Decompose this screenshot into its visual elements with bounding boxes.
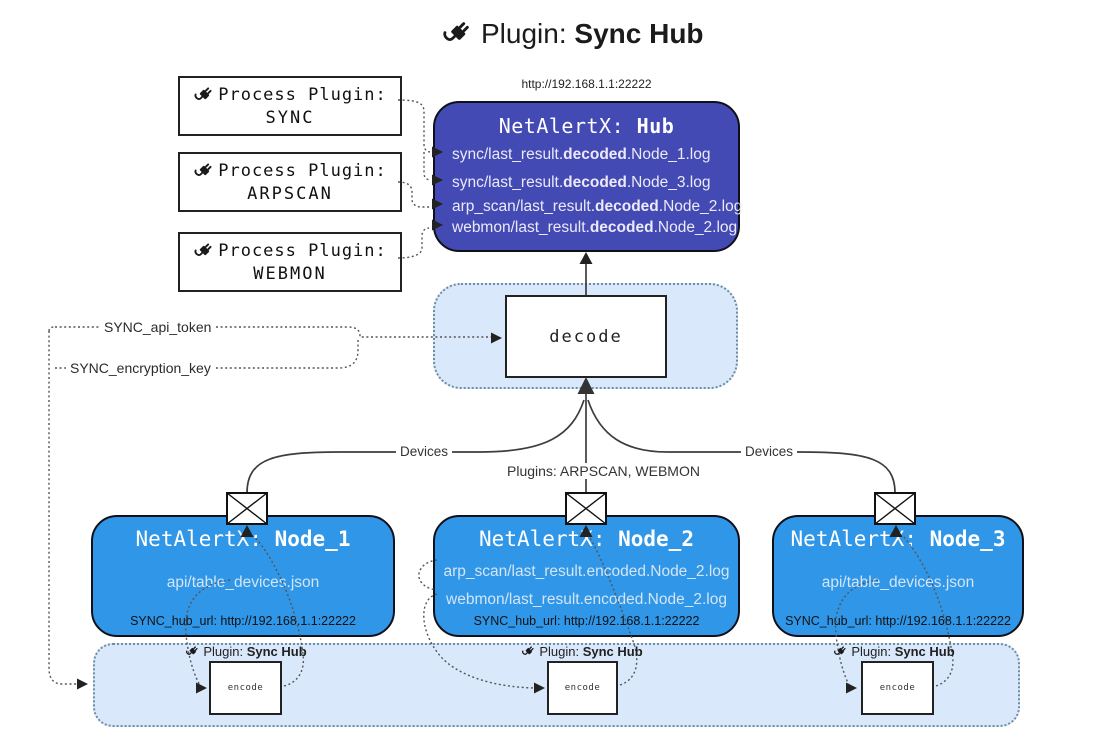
node-title: NetAlertX: Node_1	[135, 527, 351, 551]
hub-log-line: sync/last_result.decoded.Node_3.log	[452, 174, 711, 191]
hub-log-line: arp_scan/last_result.decoded.Node_2.log	[452, 198, 743, 215]
process-plugin-name: ARPSCAN	[247, 184, 333, 204]
process-plugin-arpscan-box: Process Plugin: ARPSCAN	[178, 152, 402, 212]
sync-api-token-label: SYNC_api_token	[100, 319, 216, 335]
plug-icon	[833, 644, 848, 659]
node-file: api/table_devices.json	[821, 574, 975, 591]
process-plugin-label: Process Plugin:	[218, 161, 387, 181]
encode-box: encode	[861, 661, 934, 715]
title-name: Sync Hub	[574, 17, 704, 49]
encoder-plugin-label: Plugin: Sync Hub	[176, 644, 316, 659]
plug-icon	[521, 644, 536, 659]
encode-box: encode	[209, 661, 282, 715]
plug-icon	[193, 84, 215, 106]
encoder-plugin-label: Plugin: Sync Hub	[824, 644, 964, 659]
edge-label-devices-right: Devices	[741, 444, 798, 459]
edge-label-devices-left: Devices	[396, 444, 453, 459]
process-plugin-webmon-box: Process Plugin: WEBMON	[178, 232, 402, 292]
node-box-node3: NetAlertX: Node_3 api/table_devices.json…	[772, 515, 1024, 637]
node-box-node1: NetAlertX: Node_1 api/table_devices.json…	[91, 515, 395, 637]
plug-icon	[193, 240, 215, 262]
sync-encryption-key-label: SYNC_encryption_key	[66, 360, 215, 376]
node-hub-url: SYNC_hub_url: http://192.168.1.1:22222	[473, 614, 700, 628]
page-title: Plugin: Sync Hub	[441, 17, 704, 50]
edge-sync-to-hub	[397, 99, 432, 153]
hub-log-line: webmon/last_result.decoded.Node_2.log	[452, 219, 738, 236]
process-plugin-name: WEBMON	[253, 264, 327, 284]
node-file: webmon/last_result.encoded.Node_2.log	[446, 591, 727, 608]
node-box-node2: NetAlertX: Node_2 arp_scan/last_result.e…	[433, 515, 740, 637]
edge-encryption-key-to-encoders	[48, 331, 77, 685]
node-title: NetAlertX: Node_3	[790, 527, 1006, 551]
hub-log-line: sync/last_result.decoded.Node_1.log	[452, 146, 711, 163]
node-hub-url: SYNC_hub_url: http://192.168.1.1:22222	[130, 614, 356, 628]
process-plugin-name: SYNC	[265, 108, 315, 128]
encode-box: encode	[547, 661, 618, 715]
hub-url-label: http://192.168.1.1:22222	[521, 77, 652, 91]
plug-icon	[185, 644, 200, 659]
node-file: api/table_devices.json	[166, 574, 320, 591]
node-file: arp_scan/last_result.encoded.Node_2.log	[443, 563, 730, 580]
node-hub-url: SYNC_hub_url: http://192.168.1.1:22222	[785, 614, 1011, 628]
edge-webmon-to-hub	[397, 227, 430, 259]
process-plugin-label: Process Plugin:	[218, 241, 387, 261]
process-plugin-sync-box: Process Plugin: SYNC	[178, 76, 402, 136]
edge-arpscan-to-hub	[397, 181, 430, 208]
process-plugin-label: Process Plugin:	[218, 85, 387, 105]
edge-label-plugins: Plugins: ARPSCAN, WEBMON	[503, 463, 704, 479]
hub-box: NetAlertX: Hub sync/last_result.decoded.…	[433, 101, 743, 252]
node-title: NetAlertX: Node_2	[479, 527, 694, 551]
decode-box: decode	[505, 295, 667, 378]
plug-icon	[193, 160, 215, 182]
encoder-plugin-label: Plugin: Sync Hub	[512, 644, 652, 659]
hub-title: NetAlertX: Hub	[498, 114, 675, 138]
title-prefix: Plugin:	[481, 17, 575, 49]
plug-icon	[441, 17, 474, 50]
